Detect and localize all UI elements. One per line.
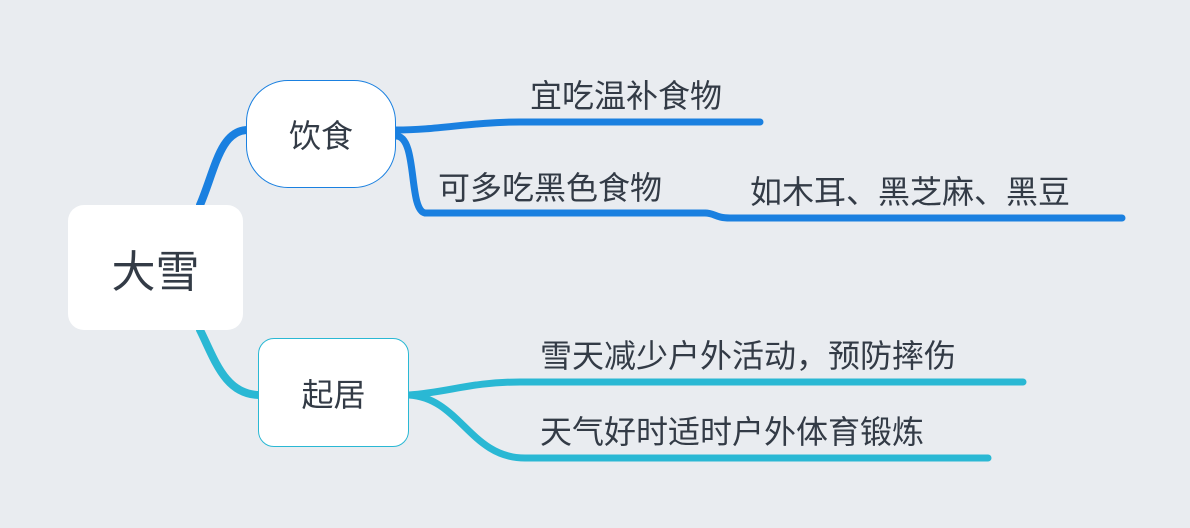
subtopic-exercise[interactable]: 天气好时适时户外体育锻炼 [540,413,925,451]
main-topic-living-label: 起居 [301,375,366,414]
main-topic-living[interactable]: 起居 [258,338,409,447]
connector-diet-warm-food [392,118,764,134]
connector-living-snow [405,378,1027,399]
connector-living-exercise [405,391,992,462]
root-topic[interactable]: 大雪 [68,205,243,330]
connector-black-food-examples [701,209,1126,222]
main-topic-diet-label: 饮食 [288,117,353,155]
subtopic-black-food[interactable]: 可多吃黑色食物 [438,169,663,207]
main-topic-diet[interactable]: 饮食 [246,80,396,188]
root-topic-label: 大雪 [111,246,200,298]
subtopic-warm-food[interactable]: 宜吃温补食物 [530,77,723,115]
subtopic-snow-outdoor[interactable]: 雪天减少户外活动，预防摔伤 [540,337,957,375]
connector-root-diet [196,126,252,209]
subtopic-black-food-examples[interactable]: 如木耳、黑芝麻、黑豆 [750,173,1071,211]
connector-diet-black-food [392,132,709,217]
connector-root-living [196,326,264,399]
